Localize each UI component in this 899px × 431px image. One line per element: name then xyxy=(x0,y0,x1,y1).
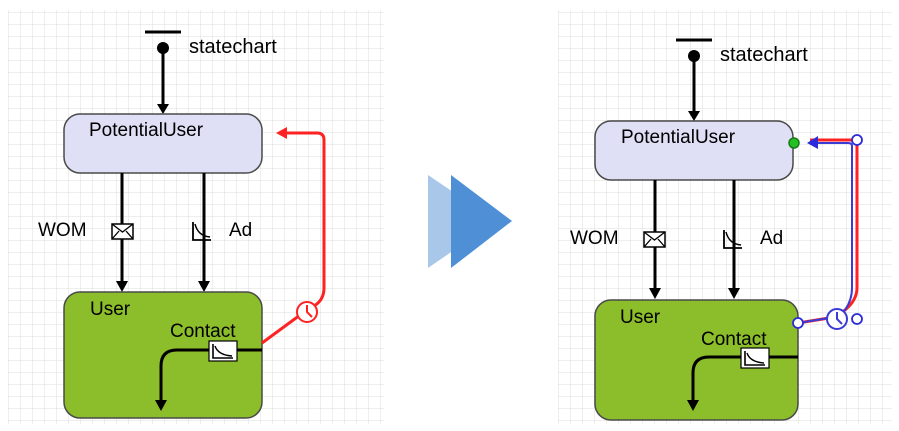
state-user-label: User xyxy=(620,307,661,328)
clock-icon xyxy=(826,308,848,330)
connection-point-handle[interactable] xyxy=(788,137,800,149)
statechart-label: statechart xyxy=(189,36,277,58)
statechart-entry[interactable] xyxy=(145,30,181,114)
state-user-label: User xyxy=(90,299,131,320)
envelope-icon xyxy=(111,223,134,240)
envelope-icon xyxy=(643,231,666,248)
transition-wom-label: WOM xyxy=(38,220,87,241)
contact-label: Contact xyxy=(170,321,236,342)
transition-ad[interactable] xyxy=(198,173,210,292)
statechart-entry[interactable] xyxy=(676,38,712,121)
contact-label: Contact xyxy=(701,329,767,350)
transition-wom-label: WOM xyxy=(570,228,619,249)
state-potential-user[interactable] xyxy=(63,113,263,174)
selection-handle[interactable] xyxy=(851,134,863,146)
panel-before: statechart PotentialUser WOM Ad User Con… xyxy=(8,10,384,424)
transition-ad-label: Ad xyxy=(229,220,252,241)
state-potential-user-label: PotentialUser xyxy=(621,127,736,148)
transition-ad-label: Ad xyxy=(760,228,783,249)
panel-after: statechart PotentialUser WOM Ad User Con… xyxy=(558,10,892,424)
transition-arrow-icon xyxy=(428,175,512,268)
statechart-label: statechart xyxy=(720,44,808,66)
clock-icon xyxy=(296,301,318,323)
rate-icon xyxy=(208,340,238,362)
transition-ad[interactable] xyxy=(728,180,740,299)
transition-contact[interactable] xyxy=(687,355,798,411)
state-potential-user-label: PotentialUser xyxy=(89,120,204,141)
rate-icon xyxy=(740,347,770,369)
transition-contact[interactable] xyxy=(155,348,262,411)
state-potential-user[interactable] xyxy=(594,120,794,181)
selection-handle[interactable] xyxy=(792,317,804,329)
selection-handle[interactable] xyxy=(851,313,863,325)
transition-timeout[interactable] xyxy=(261,127,326,345)
rate-icon xyxy=(192,222,211,241)
rate-icon xyxy=(723,230,742,249)
